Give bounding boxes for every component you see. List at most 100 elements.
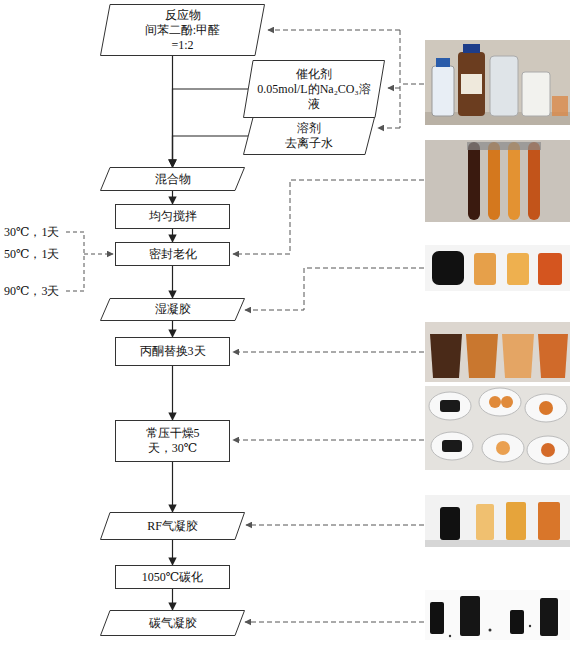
node-text: 1050℃碳化 (142, 570, 203, 585)
photo-wet-gels (425, 245, 570, 291)
parallelogram-shape (244, 61, 385, 118)
node-text: 间苯二酚:甲醛=1:2 (136, 23, 229, 53)
photo-background (425, 245, 570, 291)
test-tube (508, 142, 520, 220)
condition-bracket (66, 232, 113, 291)
node-text: 催化剂 (296, 67, 332, 82)
ruler (425, 540, 570, 547)
petri-dish (479, 388, 521, 416)
photo-carbon-aerogels (425, 590, 570, 640)
bottle (522, 72, 550, 116)
data-parallelogram: 溶剂去离子水 (243, 117, 375, 155)
photo-rf-aerogels (425, 495, 570, 547)
gel-cylinder (538, 253, 562, 285)
test-tube (528, 142, 540, 220)
flow-arrow (172, 540, 173, 565)
condition-label: 90℃，3天 (4, 284, 59, 298)
aerogel-cylinder (538, 502, 560, 540)
carbon-piece (540, 598, 558, 636)
cup (538, 334, 568, 378)
parallelogram-shape (101, 513, 245, 540)
bracket-line (66, 232, 84, 291)
gel-cylinder (474, 253, 496, 285)
node-text: 湿凝胶 (155, 302, 191, 317)
gel-piece (489, 396, 501, 408)
leader-line (378, 128, 400, 129)
bottle-cap (463, 44, 480, 53)
node-text: 混合物 (155, 172, 191, 187)
gel-piece (442, 440, 462, 452)
flow-arrow (172, 321, 173, 337)
process-box: 密封老化 (115, 242, 230, 266)
photo-background (425, 40, 570, 125)
petri-dish (525, 394, 567, 422)
flow-arrow (173, 136, 249, 167)
leader-line (233, 352, 424, 353)
gel-cylinder (507, 253, 529, 285)
bottle (432, 66, 454, 116)
leader-line (233, 180, 424, 254)
petri-dish (431, 432, 473, 460)
tube-caps (467, 142, 541, 150)
photo-leaders (233, 30, 424, 622)
gel-piece (496, 441, 510, 455)
process-box: 1050℃碳化 (115, 565, 230, 589)
photo-acetone-cups (425, 322, 570, 382)
leader-line (233, 440, 424, 441)
cup (430, 334, 462, 378)
node-text: 碳气凝胶 (149, 616, 197, 631)
parallelogram-shape (244, 118, 375, 155)
photo-background (425, 140, 570, 222)
aerogel-cylinder (440, 507, 460, 540)
parallelogram-shape (101, 168, 245, 191)
flow-arrow (172, 229, 173, 242)
data-parallelogram: 混合物 (100, 167, 245, 191)
bottle (490, 56, 518, 116)
photo-reagents (425, 40, 570, 125)
node-text: 丙酮替换3天 (140, 344, 206, 359)
process-box: 常压干燥5天，30℃ (115, 420, 230, 462)
leader-line (400, 30, 401, 128)
node-text: 去离子水 (285, 136, 333, 151)
data-parallelogram: 反应物间苯二酚:甲醛=1:2 (100, 4, 265, 56)
test-tube (488, 142, 500, 220)
carbon-dust (489, 629, 492, 632)
photo-background (425, 386, 570, 470)
photo-background (425, 495, 570, 547)
node-text: 0.05mol/L的Na₂CO₃溶液 (257, 82, 371, 112)
parallelogram-shape (101, 611, 245, 636)
flow-arrow (172, 191, 173, 204)
carbon-piece (460, 596, 480, 636)
leader-line (268, 30, 400, 31)
leader-line (246, 525, 424, 526)
carbon-piece (430, 602, 444, 634)
photo-background (425, 590, 570, 640)
node-text: 均匀搅拌 (149, 209, 197, 224)
flow-arrow (173, 89, 249, 167)
condition-label: 50℃，1天 (4, 247, 59, 261)
process-box: 丙酮替换3天 (115, 337, 230, 366)
parallelogram-shape (101, 299, 245, 321)
data-parallelogram: 碳气凝胶 (100, 610, 245, 636)
photo-test-tubes (425, 140, 570, 222)
flow-arrow (172, 266, 173, 298)
cup (502, 334, 534, 378)
bottle-label (461, 74, 482, 94)
beaker (552, 96, 568, 116)
cup (466, 334, 498, 378)
data-parallelogram: 湿凝胶 (100, 298, 245, 321)
process-box: 均匀搅拌 (115, 204, 230, 229)
node-text: 常压干燥5天，30℃ (136, 426, 209, 456)
petri-dish (527, 436, 569, 464)
photo-background (425, 322, 570, 382)
leader-line (245, 268, 424, 310)
carbon-dust (449, 635, 451, 637)
photo-drying-dishes (425, 386, 570, 470)
flow-arrow (172, 462, 173, 512)
gel-piece (539, 401, 553, 415)
gel-piece (440, 400, 460, 412)
carbon-dust (529, 625, 531, 627)
carbon-piece (510, 610, 524, 634)
bottle (458, 52, 485, 116)
data-parallelogram: RF气凝胶 (100, 512, 245, 540)
